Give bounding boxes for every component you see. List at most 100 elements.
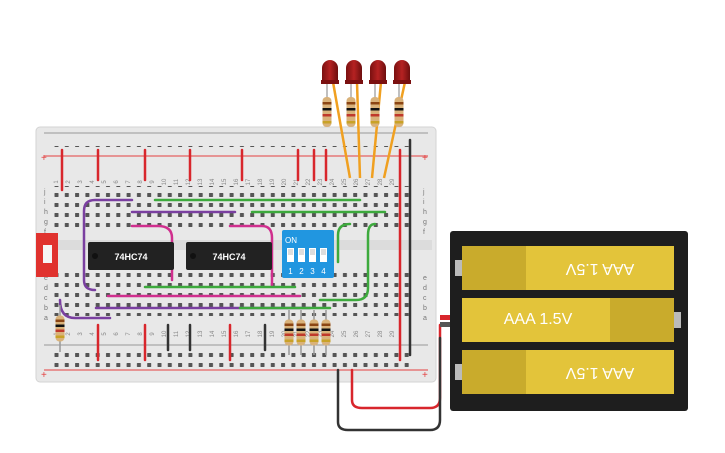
- column-number: 2: [66, 180, 72, 184]
- column-number: 2: [66, 332, 72, 336]
- battery-cells: AAA 1.5V AAA 1.5V AAA 1.5V: [455, 246, 681, 394]
- led[interactable]: [321, 60, 352, 179]
- column-number: 20: [282, 178, 288, 185]
- dip-toggle-lever: [321, 249, 326, 255]
- battery-label: AAA 1.5V: [565, 364, 634, 381]
- column-number: 21: [294, 178, 300, 185]
- column-number: 25: [342, 178, 348, 185]
- column-number: 13: [198, 330, 204, 337]
- column-number: 23: [318, 330, 324, 337]
- column-number: 11: [174, 178, 180, 185]
- battery-label: AAA 1.5V: [504, 311, 573, 328]
- row-letter: h: [44, 209, 48, 216]
- column-number: 7: [126, 180, 132, 184]
- column-number: 8: [138, 332, 144, 336]
- row-letter: e: [44, 275, 48, 282]
- dip-toggle-lever: [310, 249, 315, 255]
- column-number: 28: [378, 330, 384, 337]
- row-letter: f: [423, 229, 425, 236]
- battery-wires: [336, 323, 442, 432]
- column-number: 19: [270, 330, 276, 337]
- column-number: 28: [378, 178, 384, 185]
- column-number: 24: [330, 178, 336, 185]
- row-letter: c: [44, 295, 48, 302]
- ic-chip-2[interactable]: 74HC74: [186, 242, 272, 270]
- column-number: 13: [198, 178, 204, 185]
- leds: [321, 60, 411, 179]
- battery-cell: AAA 1.5V: [455, 350, 674, 394]
- column-number: 27: [366, 178, 372, 185]
- row-letter: i: [423, 199, 425, 206]
- column-number: 29: [390, 178, 396, 185]
- resistors: [55, 305, 331, 355]
- dip-toggle-lever: [299, 249, 304, 255]
- resistor-dip[interactable]: [284, 310, 294, 355]
- column-number: 24: [330, 330, 336, 337]
- row-letter: b: [423, 305, 427, 312]
- column-number: 22: [306, 178, 312, 185]
- rail-plus-label: +: [41, 370, 47, 381]
- rail-plus-label: +: [41, 153, 47, 164]
- row-letter: b: [44, 305, 48, 312]
- column-number: 14: [210, 178, 216, 185]
- column-number: 9: [150, 180, 156, 184]
- column-number: 12: [186, 178, 192, 185]
- dip-position-label: 3: [310, 267, 315, 276]
- led[interactable]: [345, 60, 363, 179]
- row-letter: a: [44, 315, 48, 322]
- pushbutton[interactable]: [36, 233, 58, 277]
- row-letter: a: [423, 315, 427, 322]
- battery-label: AAA 1.5V: [565, 260, 634, 277]
- column-number: 27: [366, 330, 372, 337]
- resistor-dip[interactable]: [296, 310, 306, 355]
- chip-label: 74HC74: [212, 252, 245, 262]
- column-number: 6: [114, 180, 120, 184]
- column-number: 19: [270, 178, 276, 185]
- column-number: 29: [390, 330, 396, 337]
- battery-cell: AAA 1.5V: [462, 298, 681, 342]
- rail-plus-label: +: [422, 153, 428, 164]
- column-number: 1: [54, 180, 60, 184]
- column-number: 18: [258, 178, 264, 185]
- row-letter: g: [44, 219, 48, 226]
- column-number: 26: [354, 330, 360, 337]
- battery-cell: AAA 1.5V: [455, 246, 674, 290]
- column-number: 16: [234, 330, 240, 337]
- column-number: 23: [318, 178, 324, 185]
- resistor-dip[interactable]: [309, 310, 319, 355]
- dip-position-label: 1: [288, 267, 293, 276]
- column-number: 10: [162, 330, 168, 337]
- column-number: 22: [306, 330, 312, 337]
- row-letter: d: [44, 285, 48, 292]
- led[interactable]: [369, 60, 387, 179]
- column-number: 4: [90, 332, 96, 336]
- row-letter: f: [44, 229, 46, 236]
- column-number: 3: [78, 332, 84, 336]
- column-number: 18: [258, 330, 264, 337]
- column-number: 15: [222, 330, 228, 337]
- column-number: 17: [246, 330, 252, 337]
- row-letter: d: [423, 285, 427, 292]
- column-number: 16: [234, 178, 240, 185]
- dip-position-label: 4: [321, 267, 326, 276]
- led[interactable]: [382, 60, 411, 179]
- column-number: 3: [78, 180, 84, 184]
- bottom-power-rail: + +: [41, 344, 428, 381]
- row-letter: j: [43, 189, 46, 196]
- column-number: 7: [126, 332, 132, 336]
- column-number: 5: [102, 180, 108, 184]
- ic-chip-1[interactable]: 74HC74: [88, 242, 174, 270]
- row-letter: j: [422, 189, 425, 196]
- battery-pack: AAA 1.5V AAA 1.5V AAA 1.5V: [440, 231, 688, 411]
- column-number: 17: [246, 178, 252, 185]
- dip-on-label: ON: [285, 236, 297, 245]
- signal-wires: [58, 198, 387, 320]
- resistor-dip[interactable]: [321, 310, 331, 355]
- resistor-pushbutton[interactable]: [55, 305, 65, 352]
- column-number: 14: [210, 330, 216, 337]
- column-number: 11: [174, 330, 180, 337]
- column-number: 8: [138, 180, 144, 184]
